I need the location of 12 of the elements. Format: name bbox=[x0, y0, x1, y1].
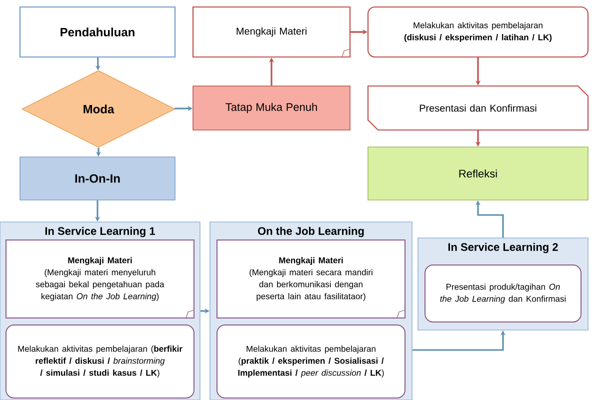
process-box: Tatap Muka Penuh bbox=[192, 86, 350, 130]
process-box: Presentasi dan Konfirmasi bbox=[367, 85, 589, 131]
process-box: Refleksi bbox=[368, 146, 588, 200]
process-box: Pendahuluan bbox=[19, 6, 176, 58]
rounded-box: Presentasi produk/tagihan On the Job Learning dan Konfirmasi bbox=[424, 264, 582, 322]
process-box: In-On-In bbox=[20, 156, 176, 200]
rounded-box: Melakukan aktivitas pembelajaran (diskusi / eksperimen / latihan / LK) bbox=[367, 6, 589, 58]
rounded-box: Melakukan aktivitas pembelajaran (berfikir reflektif / diskusi / brainstorming / simulasi / studi kasus / LK) bbox=[6, 324, 194, 398]
rounded-box: Melakukan aktivitas pembelajaran (praktik / eksperimen / Sosialisasi / Implementasi / peer discussion / LK) bbox=[216, 324, 406, 398]
note-box: Mengkaji Materi (Mengkaji materi secara mandiri dan berkomunikasi dengan peserta lain atau fasilitataor) bbox=[216, 240, 406, 318]
note-box: Mengkaji Materi bbox=[192, 6, 351, 58]
note-box: Mengkaji Materi (Mengkaji materi menyeluruh sebagai bekal pengetahuan pada kegiatan On the Job Learning) bbox=[6, 240, 194, 318]
